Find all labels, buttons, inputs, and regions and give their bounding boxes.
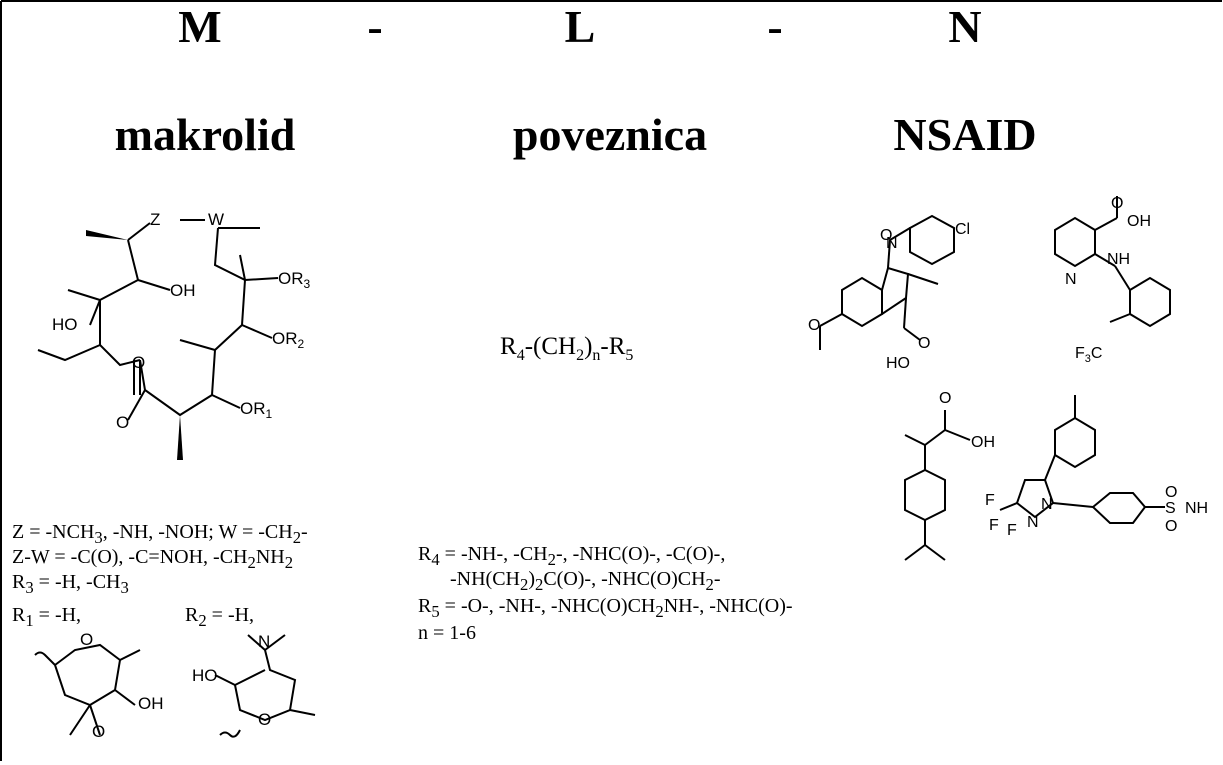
macrolide-def-r2: R2 = -H, xyxy=(185,604,255,630)
indo-acid-o: O xyxy=(918,335,930,352)
nif-nh: NH xyxy=(1107,251,1130,268)
cel-f2: F xyxy=(989,517,999,534)
macrolide-def-z: Z = -NCH3, -NH, -NOH; W = -CH2- xyxy=(12,521,308,547)
header-l: L xyxy=(564,1,596,52)
indomethacin-structure: N O Cl O O HO xyxy=(808,214,970,370)
atom-ring-o: O xyxy=(132,353,145,372)
sugar2-ring-o: O xyxy=(258,710,271,729)
nif-oh: OH xyxy=(1127,213,1151,230)
cel-f1: F xyxy=(985,492,995,509)
label-macrolide: makrolid xyxy=(114,109,296,160)
atom-z: Z xyxy=(150,210,160,229)
sugar2-ho: HO xyxy=(192,666,218,685)
label-nsaid: NSAID xyxy=(893,109,1037,160)
atom-or3: OR3 xyxy=(278,269,311,291)
header-dash-1: - xyxy=(367,1,383,52)
macrolide-def-r3: R3 = -H, -CH3 xyxy=(12,571,129,597)
macrolide-structure: Z W OH HO OR3 OR2 OR1 O O xyxy=(37,210,311,460)
nif-cf3: F3C xyxy=(1075,345,1102,365)
atom-or1: OR1 xyxy=(240,399,273,421)
macrolide-def-r1: R1 = -H, xyxy=(12,604,82,630)
ibu-oh: OH xyxy=(971,434,995,451)
cel-nh2: NH xyxy=(1185,500,1208,517)
cel-s: S xyxy=(1165,500,1176,517)
cel-n1: N xyxy=(1041,496,1053,513)
linker-def-r4-cont: -NH(CH2)2C(O)-, -NHC(O)CH2- xyxy=(450,568,721,594)
header-n: N xyxy=(948,1,982,52)
indo-ome-o: O xyxy=(808,317,820,334)
sugar2-n: N xyxy=(258,632,270,651)
macrolide-def-zw: Z-W = -C(O), -C=NOH, -CH2NH2 xyxy=(12,546,294,572)
atom-ho: HO xyxy=(52,315,78,334)
indo-cl: Cl xyxy=(955,221,970,238)
label-linker: poveznica xyxy=(512,109,708,160)
sugar1-oh: OH xyxy=(138,694,164,713)
atom-oh: OH xyxy=(170,281,196,300)
nif-n: N xyxy=(1065,271,1077,288)
atom-or2: OR2 xyxy=(272,329,305,351)
indo-o: O xyxy=(880,227,892,244)
sugar-structures: O OH O N HO O xyxy=(34,630,316,741)
indo-n: N xyxy=(886,235,898,252)
cel-f3: F xyxy=(1007,522,1017,539)
linker-def-r5: R5 = -O-, -NH-, -NHC(O)CH2NH-, -NHC(O)- xyxy=(418,595,793,621)
celecoxib-structure: N N F F F S O O NH xyxy=(985,395,1208,539)
nif-o: O xyxy=(1111,195,1123,212)
linker-def-r4: R4 = -NH-, -CH2-, -NHC(O)-, -C(O)-, xyxy=(418,543,726,569)
header-dash-2: - xyxy=(767,1,783,52)
ibuprofen-structure: O OH xyxy=(904,390,995,561)
cel-o2: O xyxy=(1165,518,1177,535)
header-m: M xyxy=(178,1,222,52)
linker-formula: R4-(CH2)n-R5 xyxy=(500,333,634,364)
ibu-o: O xyxy=(939,390,951,407)
sugar1-ring-o: O xyxy=(80,630,93,649)
atom-carbonyl-o: O xyxy=(116,413,129,432)
cel-n2: N xyxy=(1027,514,1039,531)
cel-o1: O xyxy=(1165,484,1177,501)
linker-def-n: n = 1-6 xyxy=(418,622,476,644)
sugar1-o: O xyxy=(92,722,105,741)
niflumic-acid-structure: O OH N NH F3C xyxy=(1054,195,1171,365)
indo-acid-ho: HO xyxy=(886,355,910,370)
atom-w: W xyxy=(208,210,224,229)
